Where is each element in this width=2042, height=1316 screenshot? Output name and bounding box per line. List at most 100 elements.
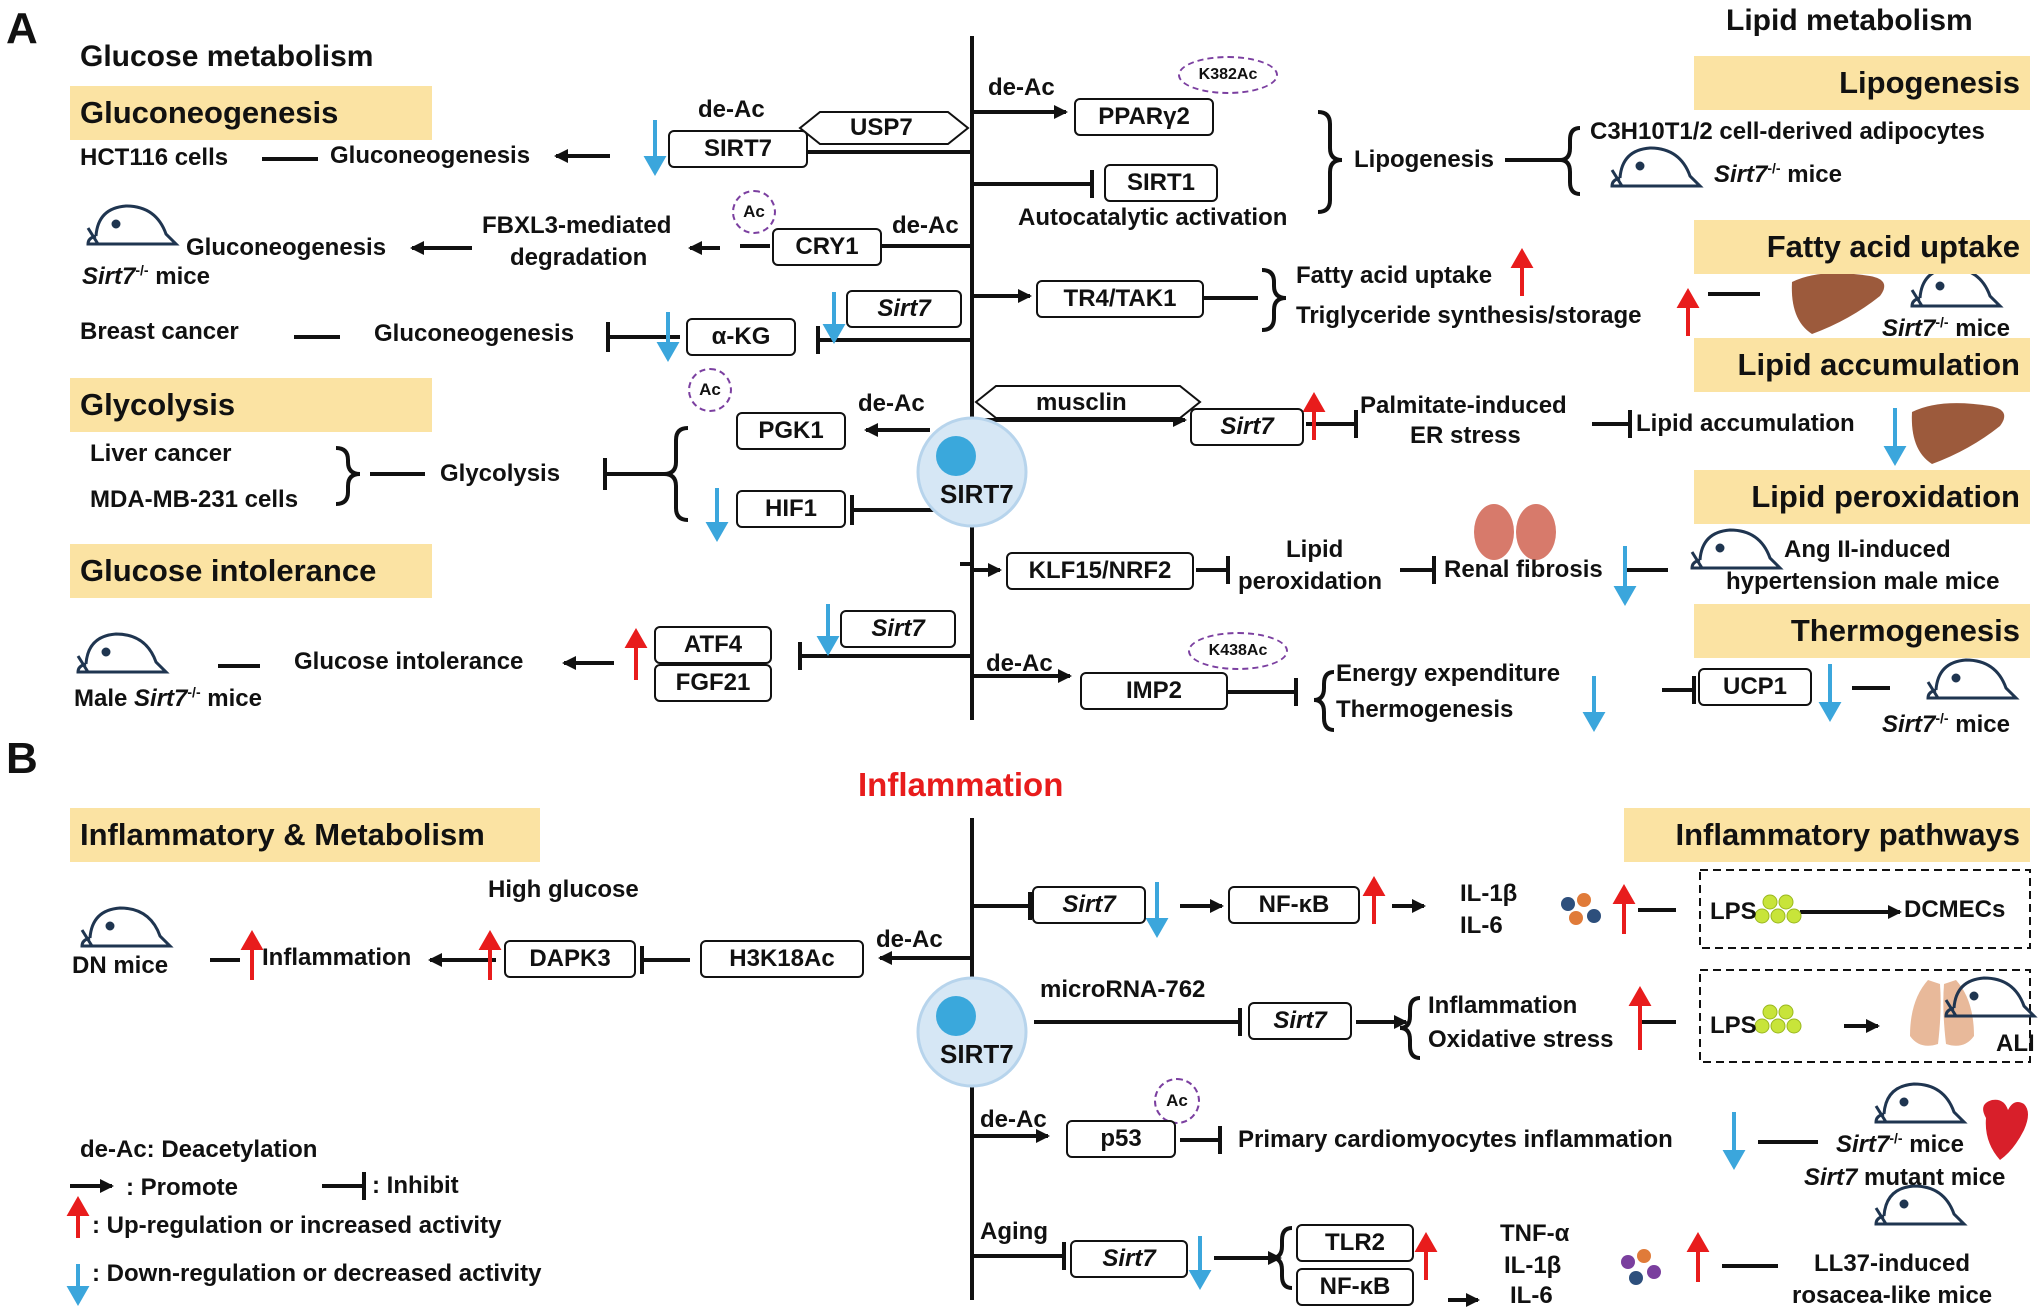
primary-cardiomyocytes-label: Primary cardiomyocytes inflammation [1238, 1126, 1673, 1153]
inflammatory-pathways-header: Inflammatory pathways [1624, 808, 2030, 862]
sirt7-italic-box-r: Sirt7 [1190, 408, 1304, 446]
ucp1-box: UCP1 [1698, 668, 1812, 706]
il6-label-1: IL-6 [1460, 912, 1503, 939]
mda-label: MDA-MB-231 cells [90, 486, 299, 513]
p53-box: p53 [1066, 1120, 1176, 1158]
legend-promote: : Promote [126, 1174, 239, 1201]
dcmecs-label: DCMECs [1904, 896, 2006, 923]
lipid-metabolism-title: Lipid metabolism [1726, 4, 1973, 37]
inflammation-label: Inflammation [262, 944, 412, 971]
hct116-label: HCT116 cells [80, 144, 229, 171]
sirt7-italic-box-2: Sirt7 [840, 610, 956, 648]
sirt7-center-b: SIRT7 [940, 1039, 1014, 1069]
hypertension-label: hypertension male mice [1726, 568, 2000, 595]
musclin-label: musclin [1036, 389, 1127, 416]
sirt7-ko-mice-r1: Sirt7-/- mice [1714, 160, 1842, 188]
akg-box: α-KG [686, 318, 796, 356]
inflammatory-metabolism-header: Inflammatory & Metabolism [70, 808, 540, 862]
ac-circle-1: Ac [732, 190, 776, 234]
cry1-box: CRY1 [772, 228, 882, 266]
microrna-label: microRNA-762 [1040, 976, 1206, 1003]
panel-label-a: A [6, 4, 38, 53]
nfkb-box-2: NF-κB [1296, 1268, 1414, 1306]
heart-icon [1983, 1099, 2028, 1160]
lipid-peroxidation-header: Lipid peroxidation [1694, 470, 2030, 524]
h3k18ac-box: H3K18Ac [700, 940, 864, 978]
dapk3-box: DAPK3 [504, 940, 636, 978]
legend-down: : Down-regulation or decreased activity [92, 1260, 542, 1287]
thermogenesis-label: Thermogenesis [1336, 696, 1514, 723]
ac-circle-3: Ac [1154, 1078, 1200, 1124]
tnf-label: TNF-α [1500, 1220, 1570, 1247]
gluconeogenesis-label-2: Gluconeogenesis [186, 234, 387, 261]
ali-label: ALI [1996, 1030, 2035, 1057]
k438ac-circle: K438Ac [1188, 632, 1288, 670]
usp7-label: USP7 [850, 114, 913, 141]
mouse-icon-4 [1926, 658, 2020, 700]
lungs-icon [1910, 980, 1974, 1046]
legend-up: : Up-regulation or increased activity [92, 1212, 502, 1239]
mouse-icon-5 [86, 204, 180, 246]
tr4-box: TR4/TAK1 [1036, 280, 1204, 318]
sirt7-b-row2: Sirt7 [1248, 1002, 1352, 1040]
fgf21-box: FGF21 [654, 664, 772, 702]
breast-cancer-label: Breast cancer [80, 318, 239, 345]
angii-label: Ang II-induced [1784, 536, 1951, 563]
mouse-icon-8 [1944, 976, 2038, 1018]
peroxidation-label: peroxidation [1238, 568, 1383, 595]
degradation-label: degradation [510, 244, 648, 271]
deac-h3-label: de-Ac [876, 926, 943, 953]
sirt7-ko-mice-b: Sirt7-/- mice [1836, 1130, 1964, 1158]
renal-fibrosis-label: Renal fibrosis [1444, 556, 1603, 583]
deac-ppar-label: de-Ac [988, 74, 1055, 101]
fbxl3-label: FBXL3-mediated [482, 212, 672, 239]
mouse-icon-10 [1874, 1184, 1968, 1226]
liver-cancer-label: Liver cancer [90, 440, 232, 467]
aging-label: Aging [980, 1218, 1048, 1245]
hif1-box: HIF1 [736, 490, 846, 528]
glycolysis-label: Glycolysis [440, 460, 561, 487]
sirt7-box: SIRT7 [668, 130, 808, 168]
legend-inhibit: : Inhibit [372, 1172, 459, 1199]
lipid-accumulation-header: Lipid accumulation [1694, 338, 2030, 392]
palmitate-label: Palmitate-induced [1360, 392, 1567, 419]
inflammation-title: Inflammation [858, 766, 1064, 803]
ll37-label: LL37-induced [1814, 1250, 1971, 1277]
sirt7-cell-b [916, 976, 1028, 1088]
deac-pgk1-label: de-Ac [858, 390, 925, 417]
il1b-label-2: IL-1β [1504, 1252, 1562, 1279]
il1b-label-1: IL-1β [1460, 880, 1518, 907]
legend-deac: de-Ac: Deacetylation [80, 1136, 318, 1163]
fatty-acid-header: Fatty acid uptake [1694, 220, 2030, 274]
sirt7-cell-a [916, 416, 1028, 528]
c3h-label: C3H10T1/2 cell-derived adipocytes [1590, 118, 1985, 145]
lipid-accumulation-label: Lipid accumulation [1636, 410, 1855, 437]
lipid-label: Lipid [1286, 536, 1344, 563]
autocatalytic-label: Autocatalytic activation [1018, 204, 1288, 231]
lps-label-1: LPS [1710, 898, 1757, 925]
glucose-intolerance-label: Glucose intolerance [294, 648, 524, 675]
mouse-icon-6 [76, 632, 170, 674]
k382ac-circle: K382Ac [1178, 56, 1278, 94]
liver-icon-2 [1911, 403, 2005, 464]
pgk1-box: PGK1 [736, 412, 846, 450]
mouse-icon-7 [80, 906, 174, 948]
sirt7-ko-mice-r2: Sirt7-/- mice [1882, 314, 2010, 342]
dn-mice-label: DN mice [72, 952, 169, 979]
ac-circle-2: Ac [688, 368, 732, 412]
cytokine-dots-2 [1621, 1249, 1661, 1285]
sirt7-italic-box-1: Sirt7 [846, 290, 962, 328]
rosacea-label: rosacea-like mice [1792, 1282, 1993, 1309]
gluconeogenesis-label-1: Gluconeogenesis [330, 142, 531, 169]
klf15-box: KLF15/NRF2 [1006, 552, 1194, 590]
lipogenesis-header: Lipogenesis [1694, 56, 2030, 110]
lps-label-2: LPS [1710, 1012, 1757, 1039]
tlr2-box: TLR2 [1296, 1224, 1414, 1262]
lipogenesis-mid-label: Lipogenesis [1354, 146, 1495, 173]
deac-imp2-label: de-Ac [986, 650, 1053, 677]
kidney-icon [1474, 504, 1556, 560]
sirt7-mutant-mice-label: Sirt7 mutant mice [1804, 1164, 2006, 1191]
mouse-icon-2 [1910, 266, 2004, 308]
mouse-icon-1 [1610, 146, 1704, 188]
